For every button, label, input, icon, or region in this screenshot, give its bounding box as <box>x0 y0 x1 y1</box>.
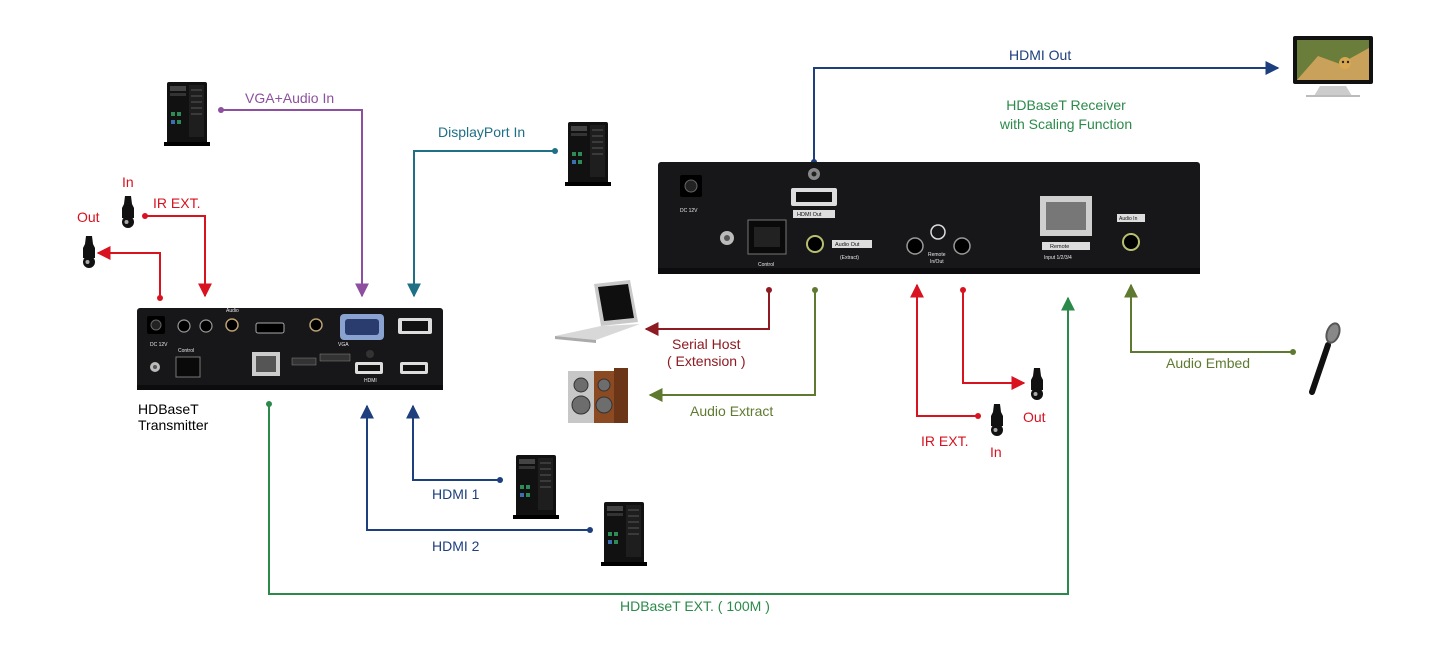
monitor-icon <box>1293 36 1373 97</box>
displayport-line <box>407 150 555 298</box>
svg-text:DC 12V: DC 12V <box>680 208 698 214</box>
receiver-caption-line1: HDBaseT Receiver <box>1006 97 1126 113</box>
serial-host-label-line2: ( Extension ) <box>667 353 746 369</box>
pc-tower-icon <box>163 81 211 147</box>
vga-audio-dot <box>218 107 224 113</box>
receiver-device: DC 12V HDMI Out Control Audio Out (Extra… <box>658 162 1200 274</box>
svg-text:Control: Control <box>758 262 774 268</box>
svg-text:DC 12V: DC 12V <box>150 342 168 348</box>
hdbaset-ext-label: HDBaseT EXT. ( 100M ) <box>620 598 770 614</box>
hdmi1-dot <box>497 477 503 483</box>
vga-audio-label: VGA+Audio In <box>245 90 334 106</box>
ir-emitter-icon <box>1031 368 1043 400</box>
hdmi-out-line <box>813 61 1280 162</box>
audio-extract-line <box>648 290 816 402</box>
rx-ir-in-line <box>910 283 978 417</box>
svg-text:HDMI: HDMI <box>364 378 377 384</box>
svg-text:Audio Out: Audio Out <box>835 242 860 248</box>
rx-ir-in-dot <box>975 413 981 419</box>
transmitter-device: DC 12V Control Audio VGA HDMI <box>137 308 443 390</box>
ir-sensor-icon <box>122 196 134 228</box>
receiver-caption-line2: with Scaling Function <box>999 116 1132 132</box>
hdbaset-ext-line <box>268 296 1075 595</box>
displayport-dot <box>552 148 558 154</box>
rx-ir-out-dot <box>960 287 966 293</box>
hdmi1-line <box>406 404 500 481</box>
vga-audio-line <box>221 109 369 298</box>
audio-embed-label: Audio Embed <box>1166 355 1250 371</box>
audio-embed-line <box>1124 283 1293 353</box>
hdmi2-label: HDMI 2 <box>432 538 480 554</box>
rx-ir-out-line <box>962 290 1026 390</box>
rx-ir-in-label: In <box>990 444 1002 460</box>
svg-text:Remote: Remote <box>928 252 946 258</box>
ir-sensor-icon <box>991 404 1003 436</box>
svg-text:HDMI Out: HDMI Out <box>797 212 822 218</box>
audio-embed-dot <box>1290 349 1296 355</box>
tx-ir-in-label: In <box>122 174 134 190</box>
tx-ir-ext-label: IR EXT. <box>153 195 200 211</box>
svg-text:Audio In: Audio In <box>1119 216 1138 222</box>
tx-ir-in-line <box>145 215 212 298</box>
hdmi2-dot <box>587 527 593 533</box>
audio-extract-label: Audio Extract <box>690 403 773 419</box>
hdmi1-label: HDMI 1 <box>432 486 480 502</box>
svg-text:VGA: VGA <box>338 342 349 348</box>
serial-host-dot <box>766 287 772 293</box>
pc-tower-icon <box>600 501 648 567</box>
hdmi-out-label: HDMI Out <box>1009 47 1071 63</box>
svg-text:Input 1/2/3/4: Input 1/2/3/4 <box>1044 255 1072 261</box>
tx-ir-out-label: Out <box>77 209 100 225</box>
displayport-label: DisplayPort In <box>438 124 525 140</box>
audio-extract-dot <box>812 287 818 293</box>
ir-emitter-icon <box>83 236 95 268</box>
svg-text:Remote: Remote <box>1050 244 1069 250</box>
speakers-icon <box>568 368 628 423</box>
tx-ir-out-dot <box>157 295 163 301</box>
rx-ir-ext-label: IR EXT. <box>921 433 968 449</box>
svg-text:Control: Control <box>178 348 194 354</box>
hdmi2-line <box>360 404 590 531</box>
rx-ir-out-label: Out <box>1023 409 1046 425</box>
pc-tower-icon <box>564 121 612 187</box>
svg-text:In/Out: In/Out <box>930 259 944 265</box>
microphone-icon <box>1309 322 1341 395</box>
tx-ir-out-line <box>96 246 161 298</box>
serial-host-line <box>644 290 770 336</box>
svg-text:Audio: Audio <box>226 308 239 314</box>
transmitter-caption-line2: Transmitter <box>138 417 209 433</box>
hdbaset-ext-dot <box>266 401 272 407</box>
serial-host-label-line1: Serial Host <box>672 336 741 352</box>
svg-text:(Extract): (Extract) <box>840 255 859 261</box>
laptop-icon <box>555 280 640 343</box>
pc-tower-icon <box>512 454 560 520</box>
tx-ir-in-dot <box>142 213 148 219</box>
transmitter-caption-line1: HDBaseT <box>138 401 199 417</box>
